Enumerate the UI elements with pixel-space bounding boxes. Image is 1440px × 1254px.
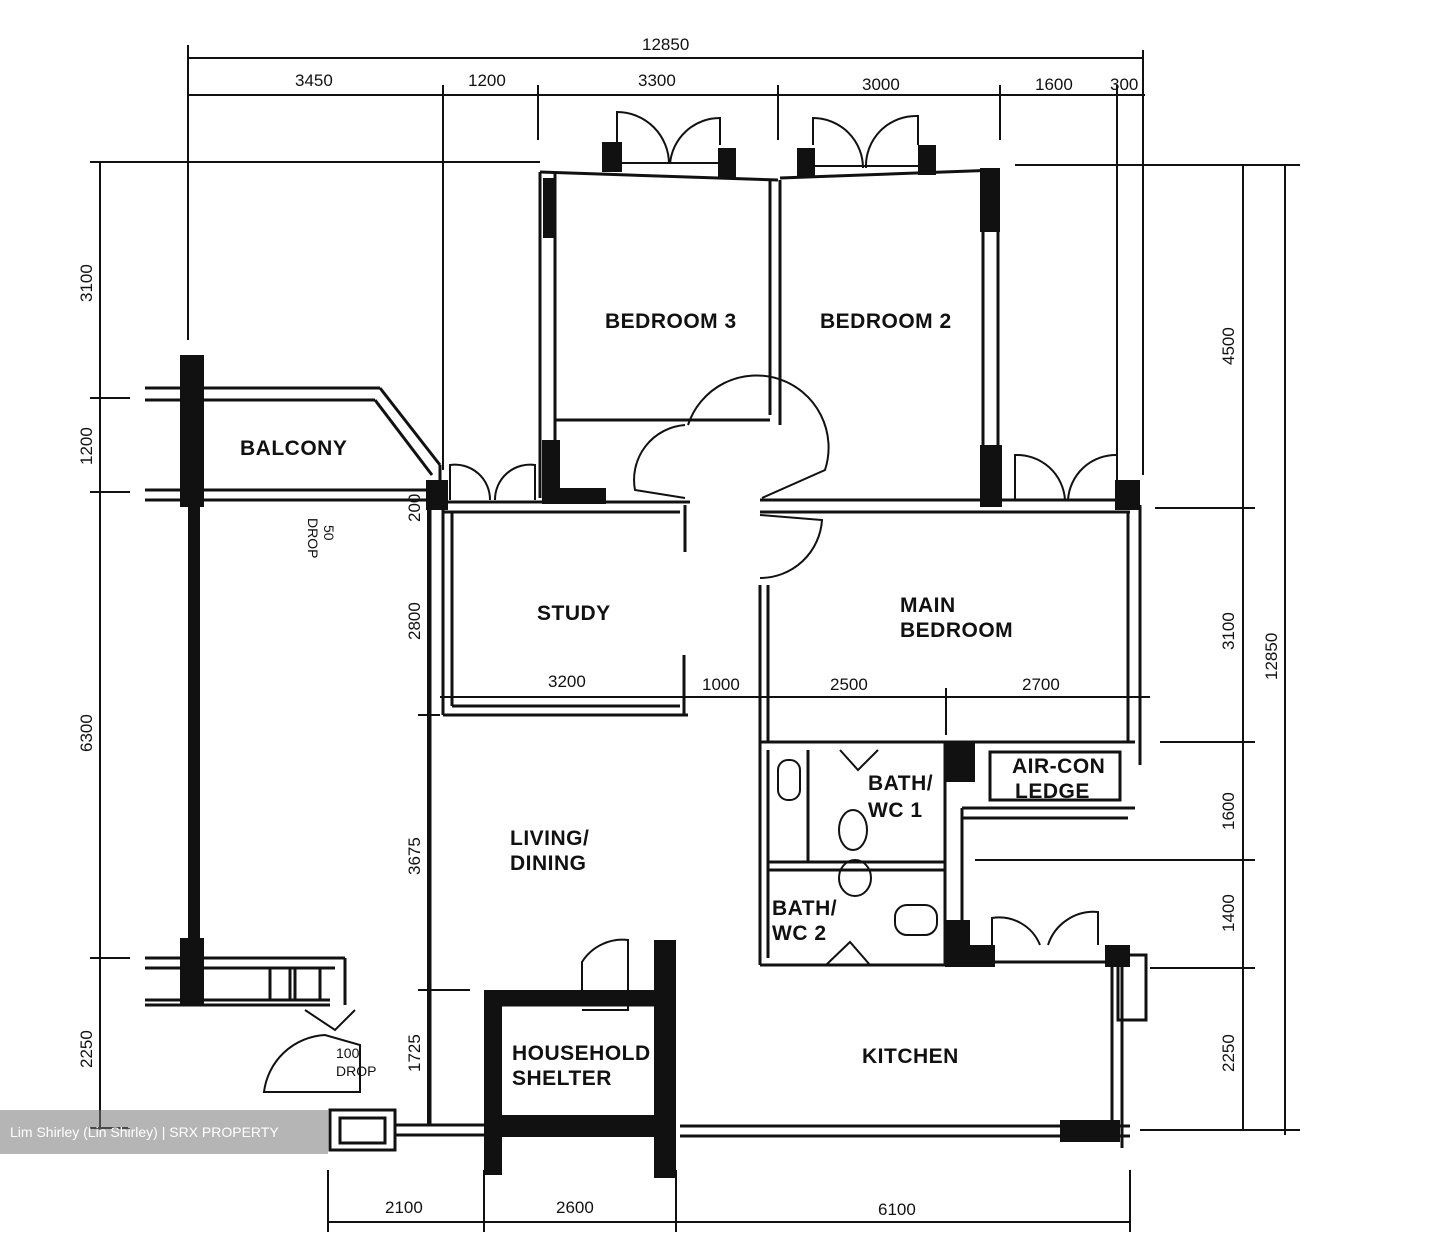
structural-columns bbox=[180, 142, 1140, 1178]
dim-mid-3: 2500 bbox=[830, 675, 868, 694]
dim-left-1: 3100 bbox=[77, 264, 96, 302]
dim-right-5: 2250 bbox=[1219, 1034, 1238, 1072]
room-bedroom-3: BEDROOM 3 bbox=[605, 310, 737, 333]
dim-top-2: 1200 bbox=[468, 71, 506, 90]
bottom-dimension-lines bbox=[327, 1170, 1131, 1232]
room-kitchen: KITCHEN bbox=[862, 1045, 959, 1068]
dim-top-6: 300 bbox=[1110, 75, 1138, 94]
top-dimension-lines bbox=[187, 45, 1145, 475]
room-aircon-line1: AIR-CON bbox=[1012, 755, 1105, 778]
dim-mid-1: 3200 bbox=[548, 672, 586, 691]
note-50-drop-value: 50 bbox=[321, 525, 337, 541]
room-aircon-line2: LEDGE bbox=[1015, 780, 1090, 803]
dim-left-3: 6300 bbox=[77, 714, 96, 752]
dim-inner-4: 1725 bbox=[405, 1034, 424, 1072]
dim-mid-2: 1000 bbox=[702, 675, 740, 694]
right-dimension-lines bbox=[975, 164, 1300, 1135]
watermark-label: Lim Shirley (Lin Shirley) | SRX PROPERTY bbox=[0, 1110, 328, 1154]
walls bbox=[145, 168, 1148, 1152]
room-living-line2: DINING bbox=[510, 852, 587, 875]
room-bedroom-2: BEDROOM 2 bbox=[820, 310, 952, 333]
doors-and-windows bbox=[262, 110, 1118, 1093]
sink-icon bbox=[838, 859, 872, 897]
room-main-bedroom-line1: MAIN bbox=[900, 594, 956, 617]
dim-inner-2: 2800 bbox=[405, 602, 424, 640]
dim-right-1: 4500 bbox=[1219, 327, 1238, 365]
dim-left-4: 2250 bbox=[77, 1030, 96, 1068]
dim-bottom-1: 2100 bbox=[385, 1198, 423, 1217]
room-bath2-line1: BATH/ bbox=[772, 897, 837, 920]
room-shelter-line2: SHELTER bbox=[512, 1067, 612, 1090]
room-main-bedroom-line2: BEDROOM bbox=[900, 619, 1013, 642]
room-bath1-line2: WC 1 bbox=[868, 799, 923, 822]
dim-right-3: 1600 bbox=[1219, 792, 1238, 830]
bathtub-icon bbox=[777, 759, 801, 801]
dim-inner-1: 200 bbox=[405, 494, 424, 522]
dim-right-2: 3100 bbox=[1219, 612, 1238, 650]
dim-top-5: 1600 bbox=[1035, 75, 1073, 94]
fixtures bbox=[777, 759, 938, 936]
dim-top-4: 3000 bbox=[862, 75, 900, 94]
room-living-line1: LIVING/ bbox=[510, 827, 589, 850]
toilet-2-icon bbox=[894, 904, 938, 936]
dim-left-2: 1200 bbox=[77, 427, 96, 465]
room-bath1-line1: BATH/ bbox=[868, 772, 933, 795]
dim-bottom-2: 2600 bbox=[556, 1198, 594, 1217]
dim-overall-top: 12850 bbox=[642, 35, 689, 54]
note-100-drop-value: 100 bbox=[336, 1045, 360, 1061]
dim-top-1: 3450 bbox=[295, 71, 333, 90]
room-balcony: BALCONY bbox=[240, 437, 347, 460]
note-50-drop-label: DROP bbox=[305, 518, 321, 558]
dim-right-4: 1400 bbox=[1219, 894, 1238, 932]
dim-top-3: 3300 bbox=[638, 71, 676, 90]
left-dimension-lines bbox=[90, 161, 540, 1130]
room-shelter-line1: HOUSEHOLD bbox=[512, 1042, 651, 1065]
room-study: STUDY bbox=[537, 602, 611, 625]
dim-bottom-3: 6100 bbox=[878, 1200, 916, 1219]
dim-mid-4: 2700 bbox=[1022, 675, 1060, 694]
dim-inner-3: 3675 bbox=[405, 837, 424, 875]
room-bath2-line2: WC 2 bbox=[772, 922, 827, 945]
note-100-drop-label: DROP bbox=[336, 1063, 376, 1079]
dim-overall-right: 12850 bbox=[1262, 633, 1281, 680]
toilet-icon bbox=[838, 809, 868, 851]
